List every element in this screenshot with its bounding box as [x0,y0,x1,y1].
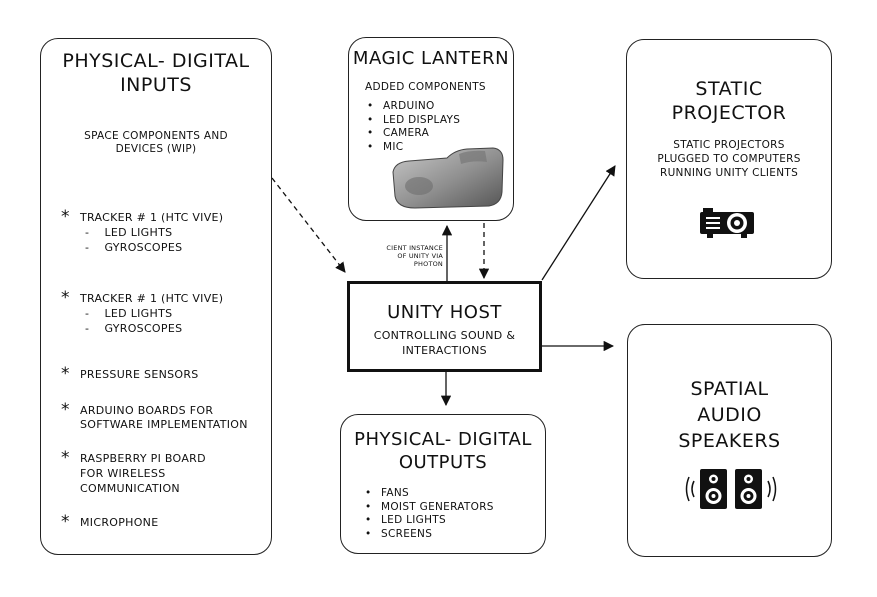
speakers-icon [685,469,777,509]
magic-lantern-box: MAGIC LANTERN ADDED COMPONENTS ARDUINO L… [348,37,514,221]
inputs-subtitle-line2: DEVICES (WIP) [115,143,197,155]
unity-host-desc-line2: INTERACTIONS [402,344,487,357]
outputs-box: PHYSICAL- DIGITAL OUTPUTS FANS MOIST GEN… [340,414,546,554]
projector-icon [700,208,754,238]
input-subitem: GYROSCOPES [85,240,182,255]
output-item: FANS [365,487,494,501]
input-item-sublist: LED LIGHTS GYROSCOPES [85,306,182,336]
magic-lantern-list: ARDUINO LED DISPLAYS CAMERA MIC [367,100,460,154]
arrow-host-to-projector [541,165,616,281]
magic-lantern-item: MIC [367,141,460,155]
unity-host-title: UNITY HOST [387,302,502,323]
projector-title-line2: PROJECTOR [671,102,787,124]
lantern-device-image [392,147,504,209]
output-item: MOIST GENERATORS [365,501,494,515]
client-label-line2: OF UNITY VIA [397,252,443,260]
asterisk-icon: * [61,400,70,420]
unity-host-box: UNITY HOST CONTROLLING SOUND & INTERACTI… [347,281,542,372]
speakers-title-line3: SPEAKERS [678,430,781,452]
projector-title-line1: STATIC [695,78,763,100]
asterisk-icon: * [61,512,70,532]
arrow-inputs-to-host [271,177,346,273]
inputs-subtitle: SPACE COMPONENTS AND DEVICES (WIP) [41,130,271,156]
magic-lantern-subtitle: ADDED COMPONENTS [365,81,486,93]
input-item-label: PRESSURE SENSORS [80,368,199,381]
projector-title: STATIC PROJECTOR [627,77,831,125]
input-subitem: LED LIGHTS [85,306,182,321]
projector-box: STATIC PROJECTOR STATIC PROJECTORS PLUGG… [626,39,832,279]
inputs-subtitle-line1: SPACE COMPONENTS AND [84,130,228,142]
client-label-line3: PHOTON [413,260,443,268]
input-item-label: COMMUNICATION [80,482,180,495]
asterisk-icon: * [61,288,70,308]
output-item: LED LIGHTS [365,514,494,528]
input-subitem: LED LIGHTS [85,225,182,240]
inputs-title-line2: INPUTS [120,74,192,96]
asterisk-icon: * [61,207,70,227]
asterisk-icon: * [61,448,70,468]
magic-lantern-title: MAGIC LANTERN [352,48,510,69]
inputs-title: PHYSICAL- DIGITAL INPUTS [41,49,271,97]
input-item-label: ARDUINO BOARDS FOR [80,404,214,417]
speakers-title-line1: SPATIAL [690,378,769,400]
magic-lantern-item: CAMERA [367,127,460,141]
projector-desc-line1: STATIC PROJECTORS [673,139,785,151]
input-item-label: MICROPHONE [80,516,159,529]
input-item-label: FOR WIRELESS [80,467,166,480]
outputs-title: PHYSICAL- DIGITAL OUTPUTS [341,428,545,474]
magic-lantern-item: ARDUINO [367,100,460,114]
input-subitem: GYROSCOPES [85,321,182,336]
projector-desc: STATIC PROJECTORS PLUGGED TO COMPUTERS R… [627,138,831,180]
outputs-list: FANS MOIST GENERATORS LED LIGHTS SCREENS [365,487,494,541]
speakers-title: SPATIAL AUDIO SPEAKERS [628,376,831,454]
client-label-line1: CIENT INSTANCE [386,244,443,252]
magic-lantern-item: LED DISPLAYS [367,114,460,128]
projector-desc-line3: RUNNING UNITY CLIENTS [659,167,799,179]
input-item-label: SOFTWARE IMPLEMENTATION [80,418,248,431]
speakers-title-line2: AUDIO [697,404,762,426]
input-item-label: TRACKER # 1 (HTC VIVE) [80,211,224,224]
client-instance-label: CIENT INSTANCE OF UNITY VIA PHOTON [375,244,443,268]
speakers-box: SPATIAL AUDIO SPEAKERS [627,324,832,557]
inputs-title-line1: PHYSICAL- DIGITAL [62,50,250,72]
inputs-box: PHYSICAL- DIGITAL INPUTS SPACE COMPONENT… [40,38,272,555]
input-item-label: RASPBERRY PI BOARD [80,452,206,465]
input-item-sublist: LED LIGHTS GYROSCOPES [85,225,182,255]
outputs-title-line2: OUTPUTS [398,452,488,473]
input-item-label: TRACKER # 1 (HTC VIVE) [80,292,224,305]
projector-desc-line2: PLUGGED TO COMPUTERS [657,153,801,165]
outputs-title-line1: PHYSICAL- DIGITAL [354,429,532,450]
asterisk-icon: * [61,364,70,384]
unity-host-desc: CONTROLLING SOUND & INTERACTIONS [350,328,539,358]
output-item: SCREENS [365,528,494,542]
unity-host-desc-line1: CONTROLLING SOUND & [373,329,516,342]
